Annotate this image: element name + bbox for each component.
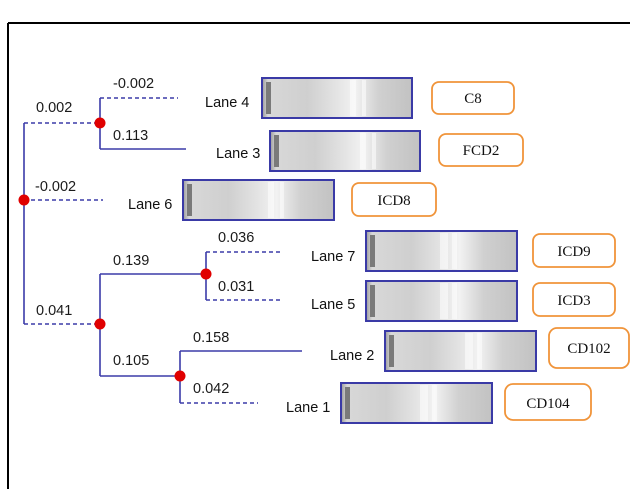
lane2-lane1-node — [174, 370, 186, 382]
branch-label-lane6: -0.002 — [35, 179, 76, 195]
gel-band-strip — [182, 179, 335, 221]
gel-band-streaks — [268, 80, 482, 421]
gel-band-strip — [261, 77, 413, 119]
band-streak — [440, 233, 448, 269]
band-streak — [420, 385, 428, 421]
name-box — [532, 282, 616, 317]
band-streak — [477, 333, 482, 369]
lane-row: Lane 2 CD102 — [330, 327, 630, 372]
root-node — [18, 194, 30, 206]
lane-label: Lane 1 — [286, 400, 330, 416]
branch-label-lane5: 0.031 — [218, 279, 254, 295]
band-streak — [432, 385, 437, 421]
gel-well-marker — [389, 335, 394, 367]
lane-row: Lane 3 FCD2 — [216, 130, 524, 172]
branch-label-lower-clade: 0.041 — [36, 303, 72, 319]
sample-name: CD104 — [526, 396, 570, 412]
gel-well-marker — [370, 285, 375, 317]
band-streak — [362, 80, 366, 116]
lane-label: Lane 4 — [205, 95, 249, 111]
band-streak — [465, 333, 473, 369]
band-streak — [360, 133, 366, 169]
sample-name: CD102 — [567, 341, 610, 357]
sample-name: ICD8 — [377, 193, 410, 209]
name-box — [548, 327, 630, 369]
lane-label: Lane 6 — [128, 197, 172, 213]
band-streak — [452, 233, 457, 269]
band-streak — [452, 283, 457, 319]
gel-well-marker — [266, 82, 271, 114]
gel-well-marker — [187, 184, 192, 216]
band-streak — [440, 283, 448, 319]
band-streak — [280, 182, 284, 218]
lane-row: Lane 1 CD104 — [286, 382, 592, 424]
branch-label-lane7-lane5-clade: 0.139 — [113, 253, 149, 269]
name-box — [438, 133, 524, 167]
lane-label: Lane 3 — [216, 146, 260, 162]
band-streak — [372, 133, 376, 169]
gel-well-marker — [370, 235, 375, 267]
gel-well-marker — [345, 387, 350, 419]
name-box — [351, 182, 437, 217]
branch-label-lane1: 0.042 — [193, 381, 229, 397]
gel-band-strip — [269, 130, 421, 172]
lane-label: Lane 7 — [311, 249, 355, 265]
upper-clade-node — [94, 117, 106, 129]
gel-band-strip — [384, 330, 537, 372]
branch-label-lane2-lane1-clade: 0.105 — [113, 353, 149, 369]
lane-label: Lane 2 — [330, 348, 374, 364]
tree-nodes — [18, 117, 212, 382]
band-streak — [268, 182, 274, 218]
lane-row: Lane 4 C8 — [205, 77, 515, 119]
band-streak — [350, 80, 356, 116]
name-box — [532, 233, 616, 268]
name-box — [431, 81, 515, 115]
lane-row: Lane 7 ICD9 — [311, 230, 616, 272]
lane-row: Lane 5 ICD3 — [311, 280, 616, 322]
branch-length-labels: -0.002 0.113 0.002 -0.002 0.036 0.031 0.… — [35, 76, 254, 397]
sample-name: ICD9 — [557, 244, 590, 260]
sample-name: FCD2 — [463, 143, 500, 159]
branch-label-lane7: 0.036 — [218, 230, 254, 246]
branch-label-lane2: 0.158 — [193, 330, 229, 346]
lane-row: Lane 6 ICD8 — [128, 179, 437, 221]
sample-name: ICD3 — [557, 293, 590, 309]
branch-label-upper-clade: 0.002 — [36, 100, 72, 116]
name-box — [504, 383, 592, 421]
lower-clade-node — [94, 318, 106, 330]
sample-name: C8 — [464, 91, 482, 107]
gel-well-marker — [274, 135, 279, 167]
lane-label: Lane 5 — [311, 297, 355, 313]
gel-band-strip — [340, 382, 493, 424]
dendrogram-tree — [23, 97, 302, 404]
branch-label-lane3: 0.113 — [113, 128, 148, 144]
lane7-lane5-node — [200, 268, 212, 280]
branch-label-lane4: -0.002 — [113, 76, 154, 92]
